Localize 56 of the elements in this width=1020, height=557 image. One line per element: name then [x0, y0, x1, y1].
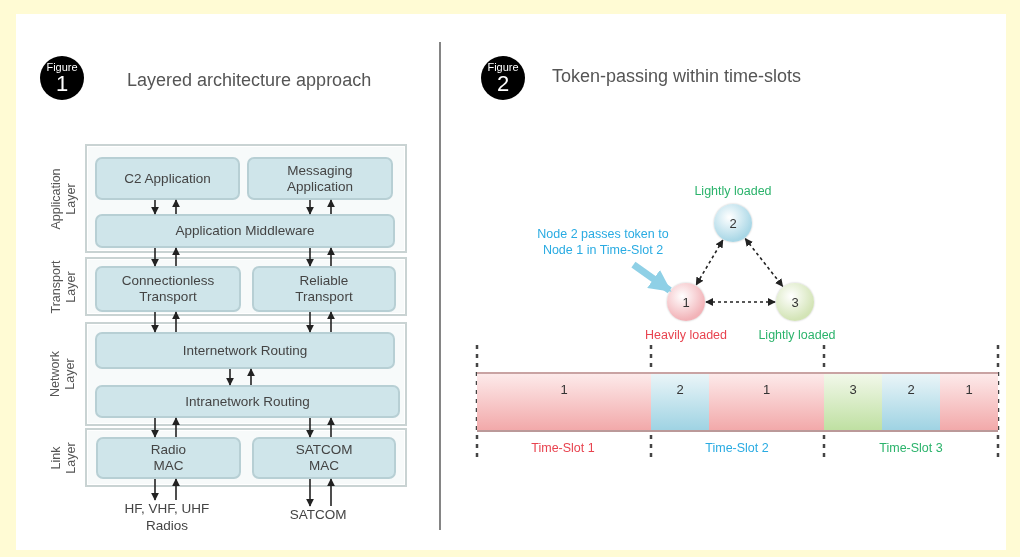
- arrow: [151, 311, 159, 333]
- arrow: [172, 417, 180, 438]
- arrow: [172, 478, 180, 501]
- figure-title: Layered architecture approach: [127, 70, 372, 91]
- load-caption: Heavily loaded: [645, 328, 727, 342]
- arrow: [306, 247, 314, 267]
- arrow: [327, 311, 335, 333]
- arrow: [327, 199, 335, 215]
- figure-title: Token-passing within time-slots: [552, 66, 802, 87]
- layer-label: Application Layer: [47, 166, 79, 232]
- arrow: [247, 368, 255, 386]
- load-caption: Lightly loaded: [694, 184, 772, 198]
- load-caption: Lightly loaded: [758, 328, 836, 342]
- arrow: [172, 311, 180, 333]
- module-box: Reliable Transport: [252, 266, 396, 312]
- time-slot-segment: 1: [709, 372, 824, 432]
- arrow: [151, 417, 159, 438]
- module-box: Internetwork Routing: [95, 332, 395, 369]
- arrow: [306, 417, 314, 438]
- time-slot-segment: 2: [882, 372, 940, 432]
- arrow: [226, 368, 234, 386]
- module-box: C2 Application: [95, 157, 240, 200]
- arrow: [151, 199, 159, 215]
- layer-label: Transport Layer: [47, 259, 79, 316]
- time-slot-segment: 3: [824, 372, 882, 432]
- module-box: Application Middleware: [95, 214, 395, 248]
- annotation-text: Node 2 passes token to Node 1 in Time-Slot 2: [536, 226, 670, 260]
- time-slot-segment: 1: [940, 372, 998, 432]
- radio-label: SATCOM: [276, 506, 360, 524]
- layer-label: Link Layer: [47, 440, 79, 476]
- token-arrow: [705, 298, 776, 306]
- arrow: [172, 247, 180, 267]
- time-slot-label: Time-Slot 2: [705, 441, 769, 455]
- arrow: [306, 311, 314, 333]
- module-box: SATCOM MAC: [252, 437, 396, 479]
- arrow: [172, 199, 180, 215]
- arrow: [327, 478, 335, 507]
- time-slot-segment: 1: [477, 372, 651, 432]
- arrow: [327, 417, 335, 438]
- time-slot-segment: 2: [651, 372, 709, 432]
- time-slot-label: Time-Slot 3: [879, 441, 943, 455]
- token-arrow: [695, 239, 724, 286]
- pointer-arrow: [631, 261, 672, 294]
- arrow: [151, 247, 159, 267]
- module-box: Radio MAC: [96, 437, 241, 479]
- module-box: Intranetwork Routing: [95, 385, 400, 418]
- arrow: [306, 478, 314, 507]
- time-slot-label: Time-Slot 1: [531, 441, 595, 455]
- arrow: [306, 199, 314, 215]
- module-box: Messaging Application: [247, 157, 393, 200]
- token-arrow: [744, 237, 784, 288]
- arrow: [327, 247, 335, 267]
- module-box: Connectionless Transport: [95, 266, 241, 312]
- layer-label: Network Layer: [47, 350, 78, 399]
- radio-label: HF, VHF, UHF Radios: [112, 500, 222, 536]
- arrow: [151, 478, 159, 501]
